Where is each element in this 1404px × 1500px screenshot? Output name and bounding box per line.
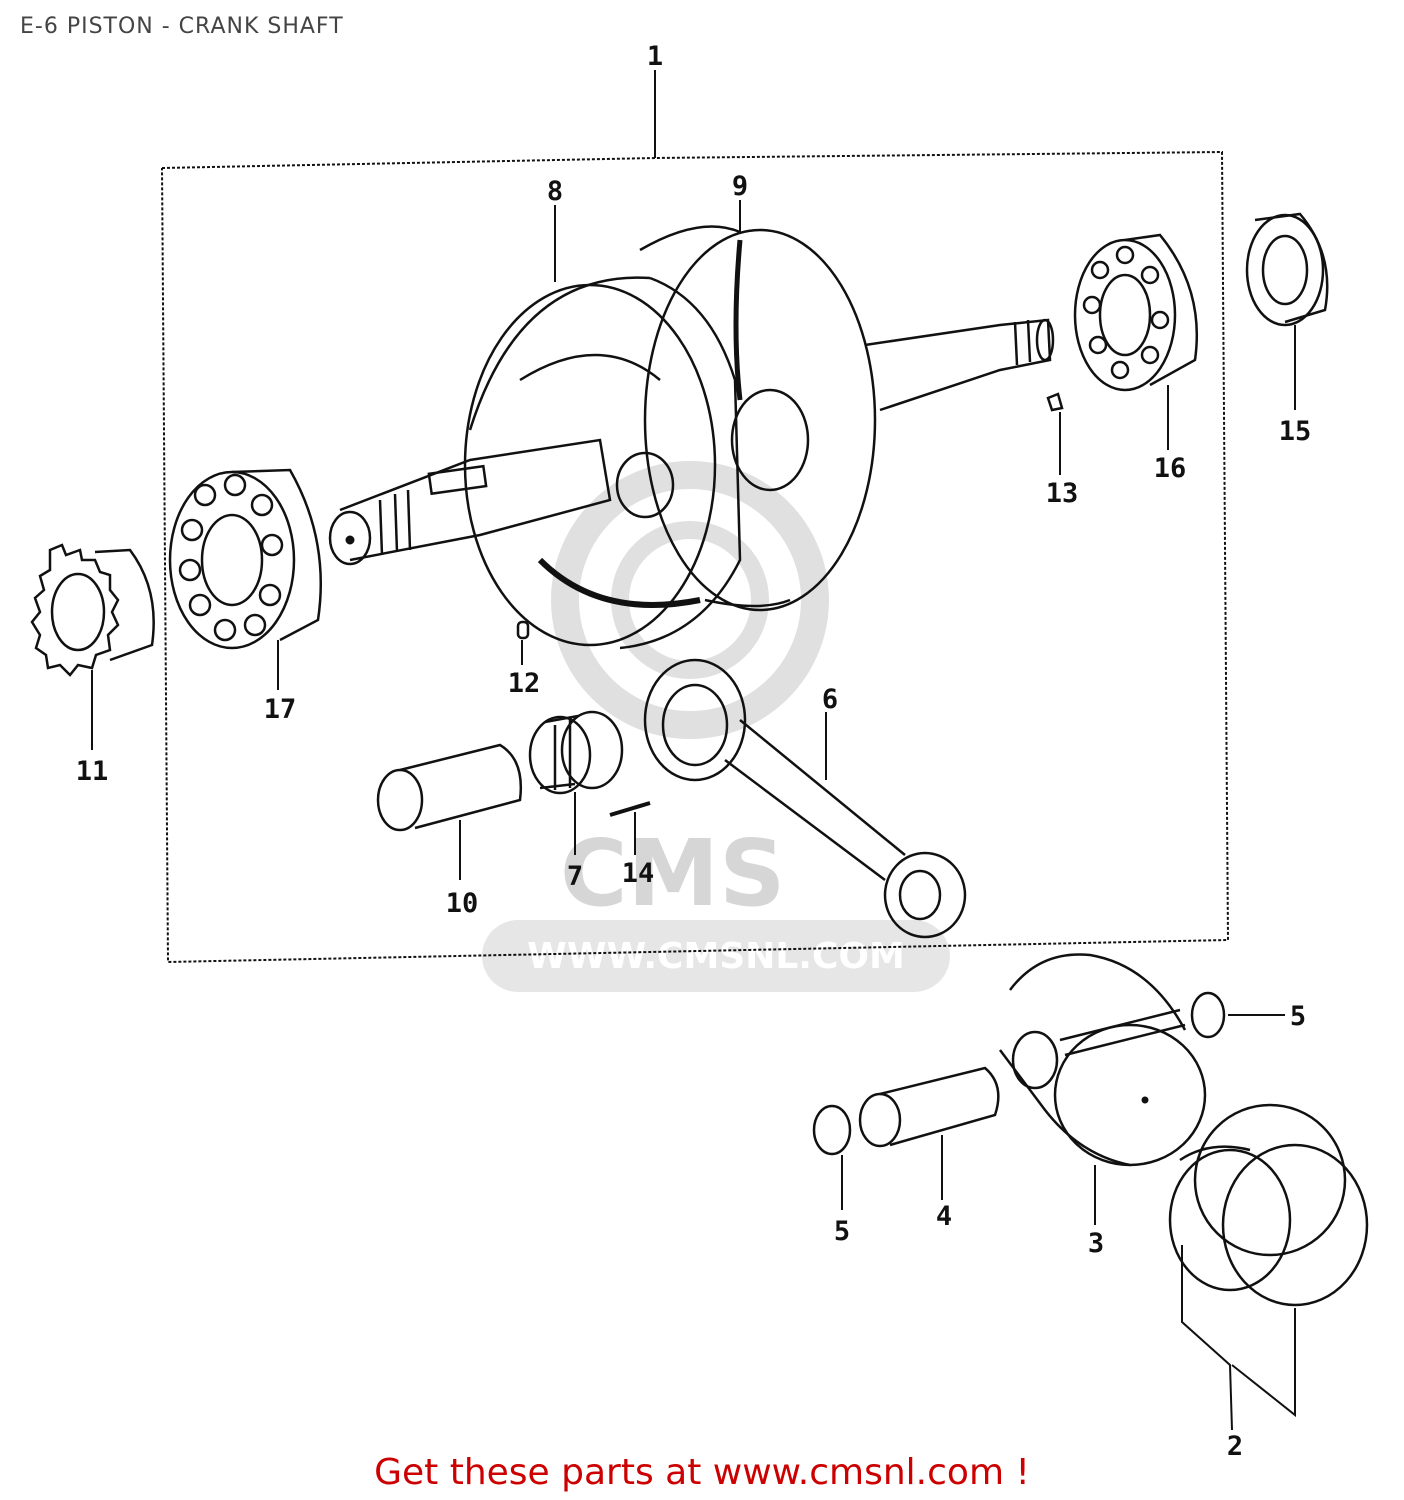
crank-pin-12 bbox=[516, 620, 530, 640]
connecting-rod-6 bbox=[643, 658, 967, 939]
crank-shaft-left bbox=[328, 438, 612, 566]
callout-4: 4 bbox=[936, 1201, 952, 1232]
callout-1: 1 bbox=[647, 41, 663, 72]
cmsnl-link-footer[interactable]: Get these parts at www.cmsnl.com ! bbox=[374, 1452, 1030, 1493]
callout-labels: 1 2 3 4 5 5 6 7 8 9 10 11 12 13 14 15 16… bbox=[76, 41, 1312, 1462]
circlip-5-left bbox=[812, 1104, 852, 1156]
crankshaft-assembly-box bbox=[161, 70, 1230, 964]
callout-5-left: 5 bbox=[834, 1216, 850, 1247]
callout-11: 11 bbox=[76, 756, 109, 787]
crank-pin-10 bbox=[376, 743, 522, 832]
callout-7: 7 bbox=[567, 861, 583, 892]
callout-14: 14 bbox=[622, 858, 655, 889]
bearing-17 bbox=[168, 468, 323, 650]
woodruff-key-13 bbox=[1046, 392, 1064, 412]
circlip-5-right bbox=[1190, 991, 1226, 1039]
pin-14 bbox=[609, 801, 651, 817]
watermark-url: WWW.CMSNL.COM bbox=[527, 936, 905, 977]
callout-15: 15 bbox=[1279, 416, 1312, 447]
callout-5-right: 5 bbox=[1290, 1001, 1306, 1032]
callout-2: 2 bbox=[1227, 1431, 1243, 1462]
cms-watermark: CMS WWW.CMSNL.COM bbox=[482, 461, 950, 992]
callout-12: 12 bbox=[508, 668, 541, 699]
callout-3: 3 bbox=[1088, 1228, 1104, 1259]
oil-seal-15 bbox=[1245, 212, 1329, 327]
crank-shaft-right bbox=[864, 318, 1055, 412]
page-title: E-6 PISTON - CRANK SHAFT bbox=[20, 14, 344, 39]
callout-8: 8 bbox=[547, 176, 563, 207]
crank-flywheel-left bbox=[463, 276, 742, 650]
piston-pin-4 bbox=[858, 1066, 1000, 1148]
sprocket-11 bbox=[30, 543, 155, 677]
piston-rings-2 bbox=[1168, 1103, 1369, 1307]
callout-17: 17 bbox=[264, 694, 297, 725]
callout-16: 16 bbox=[1154, 453, 1187, 484]
callout-10: 10 bbox=[446, 888, 479, 919]
callout-9: 9 bbox=[732, 171, 748, 202]
callout-13: 13 bbox=[1046, 478, 1079, 509]
piston-3 bbox=[999, 953, 1207, 1167]
needle-bearing-7 bbox=[528, 710, 624, 795]
callout-6: 6 bbox=[822, 684, 838, 715]
leader-lines bbox=[91, 200, 1296, 1431]
watermark-logo: CMS bbox=[560, 820, 785, 927]
bearing-16 bbox=[1073, 233, 1199, 392]
crank-flywheel-right bbox=[639, 225, 877, 612]
